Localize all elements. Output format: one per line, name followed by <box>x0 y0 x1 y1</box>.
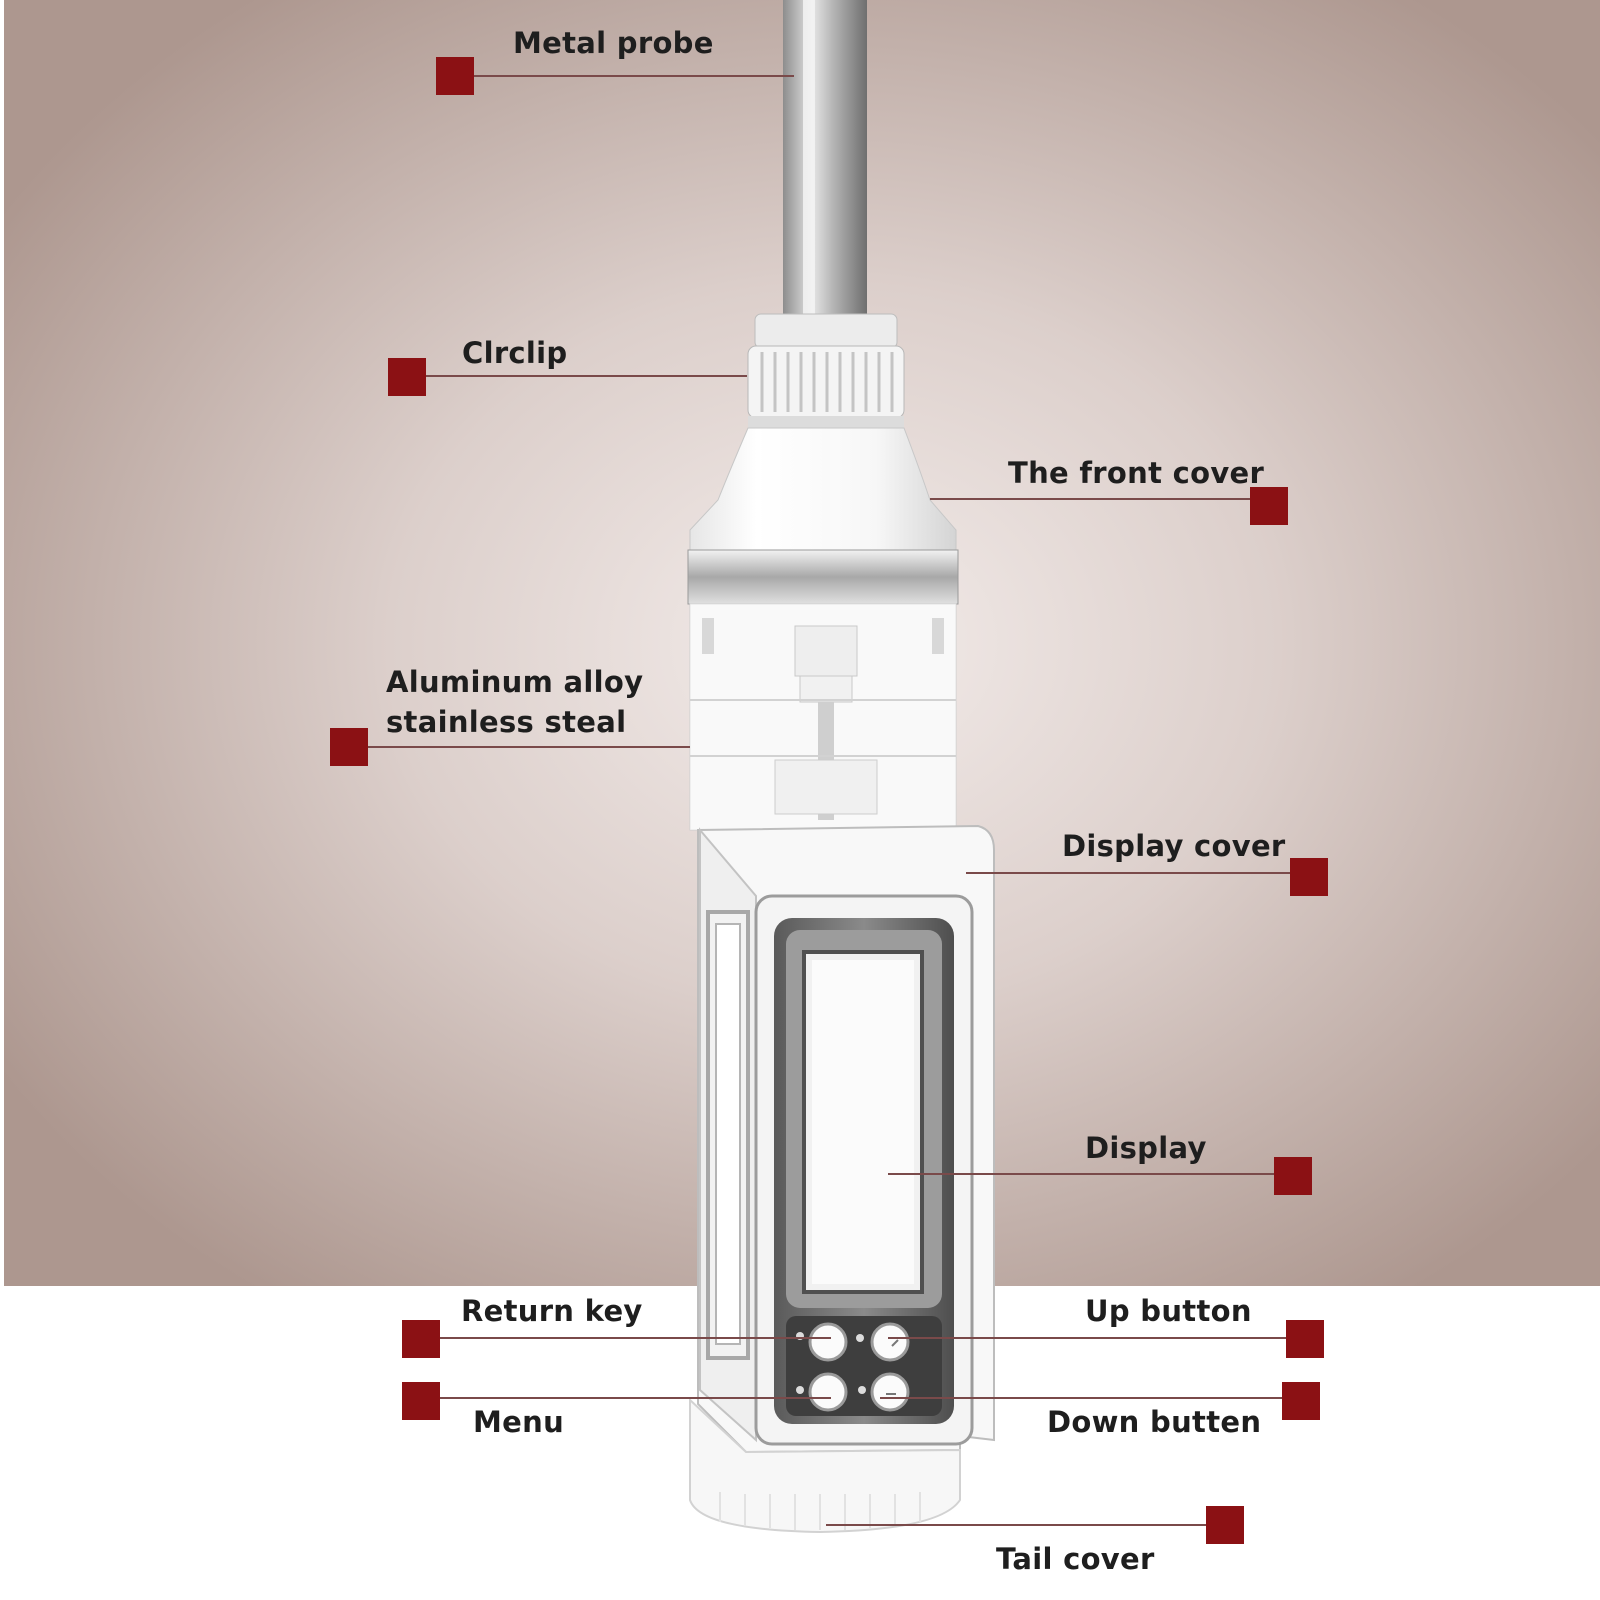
return-key-label: Return key <box>461 1294 643 1328</box>
display-cover-marker <box>1290 858 1328 896</box>
tail-cover-label: Tail cover <box>996 1542 1155 1576</box>
button-panel <box>786 1316 942 1416</box>
aluminum-ring <box>687 549 959 605</box>
metal-probe-label: Metal probe <box>513 26 714 60</box>
up-button-marker <box>1286 1320 1324 1358</box>
display-marker <box>1274 1157 1312 1195</box>
tail-cover-marker <box>1206 1506 1244 1544</box>
down-button-shape <box>870 1372 910 1412</box>
metal-probe-rod <box>783 0 867 322</box>
alloy-leader <box>358 746 690 748</box>
circlip-label: Clrclip <box>462 336 568 370</box>
display-leader <box>888 1173 1274 1175</box>
tail-cover-shape <box>689 1397 961 1534</box>
tail-cover-leader <box>826 1524 1206 1526</box>
down-button-label: Down butten <box>1047 1405 1262 1439</box>
circlip-marker <box>388 358 426 396</box>
return-key-shape <box>808 1322 848 1362</box>
menu-marker <box>402 1382 440 1420</box>
menu-button-shape <box>808 1372 848 1412</box>
alloy-marker <box>330 728 368 766</box>
metal-probe-leader <box>464 75 794 77</box>
circlip-collar-top <box>754 313 898 349</box>
circlip-leader <box>417 375 747 377</box>
down-button-marker <box>1282 1382 1320 1420</box>
alloy-label-line2: stainless steal <box>386 705 627 739</box>
alloy-label-line1: Aluminum alloy <box>386 665 644 699</box>
up-button-leader <box>888 1337 1288 1339</box>
return-key-marker <box>402 1320 440 1358</box>
menu-label: Menu <box>473 1405 565 1439</box>
metal-probe-marker <box>436 57 474 95</box>
display-cover-leader <box>966 872 1290 874</box>
front-cover-label: The front cover <box>1008 456 1265 490</box>
front-cover-marker <box>1250 487 1288 525</box>
front-cover-leader <box>930 498 1250 500</box>
return-key-leader <box>431 1337 831 1339</box>
display-cover-label: Display cover <box>1062 829 1286 863</box>
up-button-label: Up button <box>1085 1294 1252 1328</box>
menu-leader <box>431 1397 831 1399</box>
up-button-shape <box>870 1322 910 1362</box>
display-label: Display <box>1085 1131 1207 1165</box>
down-button-leader <box>880 1397 1284 1399</box>
